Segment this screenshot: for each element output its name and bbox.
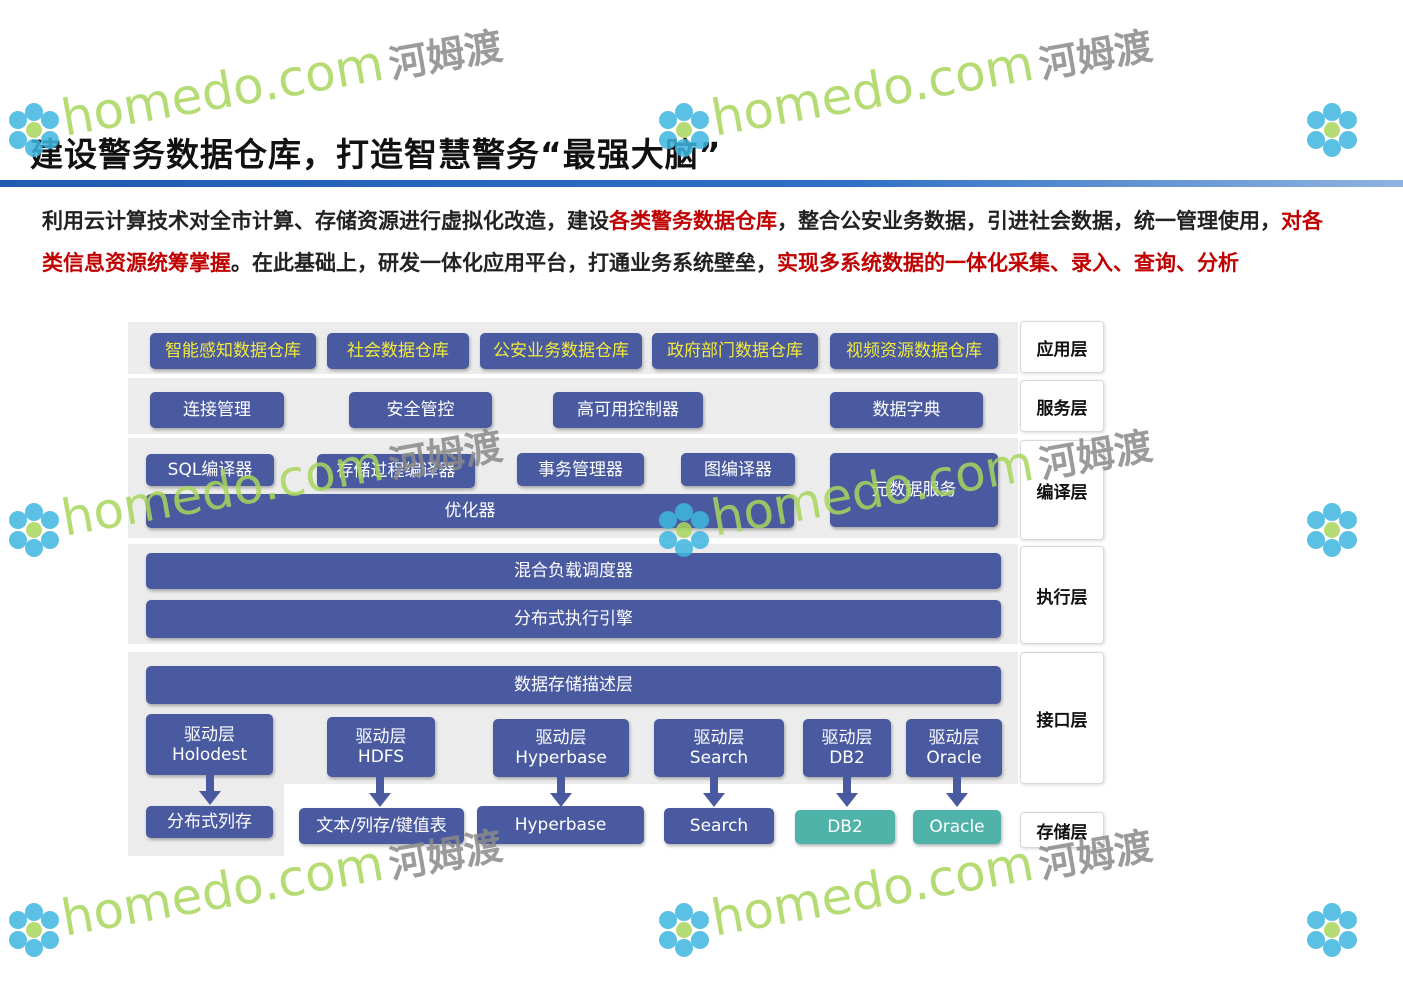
driver-label: 驱动层 [821, 728, 873, 748]
layer-label-storage: 存储层 [1020, 812, 1104, 848]
layer-label-compile: 编译层 [1020, 440, 1104, 540]
arrow-down-icon [703, 777, 725, 807]
app-box-police: 公安业务数据仓库 [480, 333, 642, 369]
compile-box-graph: 图编译器 [681, 453, 795, 486]
driver-target: HDFS [357, 747, 405, 767]
arrow-down-icon [946, 777, 968, 807]
driver-target: Hyperbase [515, 748, 607, 768]
driver-label: 驱动层 [184, 724, 235, 745]
layer-label-service: 服务层 [1020, 380, 1104, 432]
driver-label: 驱动层 [535, 728, 587, 748]
exec-box-engine: 分布式执行引擎 [146, 600, 1001, 638]
app-box-social: 社会数据仓库 [327, 333, 469, 369]
compile-box-transaction: 事务管理器 [517, 453, 644, 486]
driver-label: 驱动层 [693, 728, 745, 748]
storage-box-kv: 文本/列存/键值表 [299, 808, 464, 844]
compile-box-optimizer: 优化器 [146, 494, 794, 528]
storage-box-columnar: 分布式列存 [146, 806, 273, 838]
driver-target: Oracle [926, 748, 982, 768]
app-box-video: 视频资源数据仓库 [830, 333, 998, 369]
storage-box-hyperbase: Hyperbase [477, 806, 644, 844]
compile-box-metadata: 元数据服务 [830, 453, 998, 527]
arrow-down-icon [369, 777, 391, 807]
flower-logo-icon [659, 903, 709, 957]
driver-label: 驱动层 [928, 728, 980, 748]
para-text-2: ，整合公安业务数据，引进社会数据，统一管理使用， [777, 209, 1281, 233]
title-rule [0, 180, 1403, 187]
service-box-security: 安全管控 [349, 392, 492, 428]
storage-box-oracle: Oracle [913, 810, 1001, 844]
para-highlight-2: 对各类信息资源统筹掌握 [42, 209, 1323, 275]
storage-box-db2: DB2 [795, 810, 895, 844]
service-box-connection: 连接管理 [150, 392, 284, 428]
arrow-down-icon [550, 777, 572, 807]
storage-box-search: Search [664, 808, 774, 844]
flower-logo-icon [1307, 903, 1357, 957]
arrow-down-icon [836, 777, 858, 807]
intro-paragraph: 利用云计算技术对全市计算、存储资源进行虚拟化改造，建设各类警务数据仓库，整合公安… [42, 200, 1342, 284]
driver-target: Search [689, 748, 749, 768]
compile-box-procedure: 存储过程编译器 [317, 454, 475, 488]
service-box-ha: 高可用控制器 [553, 392, 703, 428]
driver-target: DB2 [829, 748, 865, 768]
flower-logo-icon [1307, 503, 1357, 557]
interface-box-descriptor: 数据存储描述层 [146, 666, 1001, 704]
layer-label-exec: 执行层 [1020, 546, 1104, 644]
flower-logo-icon [1307, 103, 1357, 157]
app-box-gov: 政府部门数据仓库 [652, 333, 818, 369]
para-highlight-3: 实现多系统数据的一体化采集、录入、查询、分析 [777, 251, 1239, 275]
exec-box-scheduler: 混合负载调度器 [146, 553, 1001, 589]
service-box-dictionary: 数据字典 [830, 392, 983, 428]
arrow-down-icon [199, 775, 221, 805]
watermark: homedo.com河姆渡 [706, 23, 1156, 148]
flower-logo-icon [9, 503, 59, 557]
para-highlight-1: 各类警务数据仓库 [609, 209, 777, 233]
layer-label-app: 应用层 [1020, 321, 1104, 373]
app-box-smart-sensing: 智能感知数据仓库 [150, 333, 316, 369]
driver-label: 驱动层 [355, 727, 407, 747]
page-title: 建设警务数据仓库，打造智慧警务“最强大脑” [30, 135, 722, 174]
para-text-1: 利用云计算技术对全市计算、存储资源进行虚拟化改造，建设 [42, 209, 609, 233]
driver-target: Holodest [171, 744, 248, 765]
layer-label-interface: 接口层 [1020, 652, 1104, 784]
para-text-3: 。在此基础上，研发一体化应用平台，打通业务系统壁垒， [231, 251, 777, 275]
compile-box-sql: SQL编译器 [146, 454, 274, 486]
flower-logo-icon [9, 903, 59, 957]
